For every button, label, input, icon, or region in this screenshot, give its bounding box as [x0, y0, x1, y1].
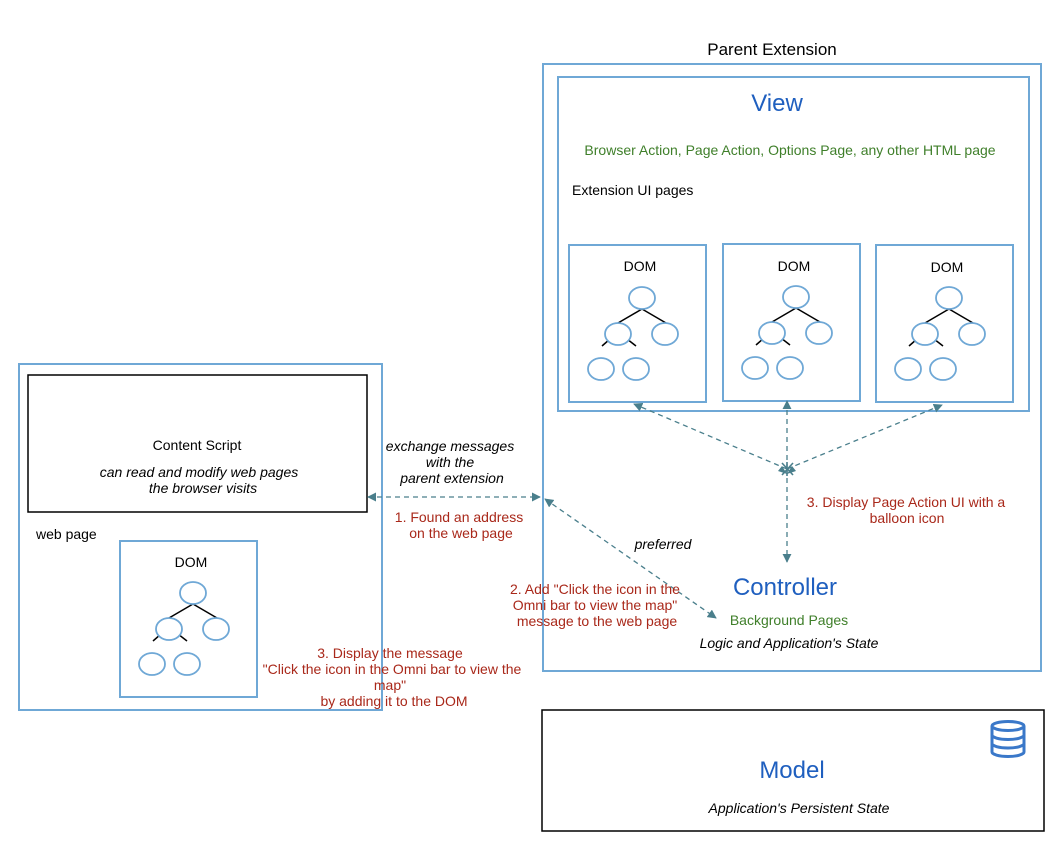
- view-dom-box-3: DOM: [875, 244, 1014, 403]
- dom-label: DOM: [931, 259, 964, 275]
- controller-description: Logic and Application's State: [700, 635, 879, 651]
- dom-label: DOM: [175, 554, 208, 570]
- dom-label: DOM: [624, 258, 657, 274]
- view-box: [557, 76, 1030, 412]
- step1-line-1: 1. Found an address: [395, 509, 523, 525]
- step3-ui-line-1: 3. Display Page Action UI with a: [807, 494, 1006, 510]
- controller-subtitle: Background Pages: [730, 612, 848, 628]
- view-subtitle: Browser Action, Page Action, Options Pag…: [584, 142, 995, 158]
- step3-msg-line-1: 3. Display the message: [317, 645, 463, 661]
- content-script-title: Content Script: [153, 437, 242, 453]
- step3-msg-line-2: "Click the icon in the Omni bar to view …: [263, 661, 522, 677]
- exchange-label-line-3: parent extension: [399, 470, 504, 486]
- content-script-box: [27, 374, 368, 513]
- step2-line-1: 2. Add "Click the icon in the: [510, 581, 680, 597]
- view-dom-3-arrow: [786, 403, 943, 470]
- junction-marker: [781, 462, 794, 476]
- view-dom-1-arrow: [633, 403, 788, 470]
- step3-ui-line-2: balloon icon: [870, 510, 945, 526]
- view-title: View: [751, 90, 803, 117]
- content-script-description-line-1: can read and modify web pages: [100, 464, 298, 480]
- view-dom-box-1: DOM: [568, 244, 707, 403]
- junction-arrowheads: [778, 466, 796, 474]
- exchange-label-line-2: with the: [426, 454, 474, 470]
- web-page-box: [18, 363, 383, 711]
- step1-line-2: on the web page: [409, 525, 513, 541]
- preferred-label: preferred: [634, 536, 693, 552]
- model-description: Application's Persistent State: [708, 800, 890, 816]
- view-dom-box-2: DOM: [722, 243, 861, 402]
- step2-line-2: Omni bar to view the map": [513, 597, 678, 613]
- dom-label: DOM: [778, 258, 811, 274]
- preferred-arrow: [544, 498, 717, 619]
- model-title: Model: [759, 757, 824, 784]
- model-box: [541, 709, 1045, 832]
- step2-line-3: message to the web page: [517, 613, 678, 629]
- controller-title: Controller: [733, 574, 837, 601]
- parent-extension-title: Parent Extension: [707, 40, 836, 59]
- web-page-label: web page: [35, 526, 97, 542]
- step3-msg-line-3: map": [374, 677, 406, 693]
- web-page-dom-box: DOM: [119, 540, 258, 698]
- parent-extension-box: [542, 63, 1042, 672]
- exchange-label-line-1: exchange messages: [386, 438, 514, 454]
- content-script-description-line-2: the browser visits: [149, 480, 257, 496]
- database-icon: [990, 720, 1026, 758]
- extension-ui-pages-label: Extension UI pages: [572, 182, 693, 198]
- step3-msg-line-4: by adding it to the DOM: [320, 693, 467, 709]
